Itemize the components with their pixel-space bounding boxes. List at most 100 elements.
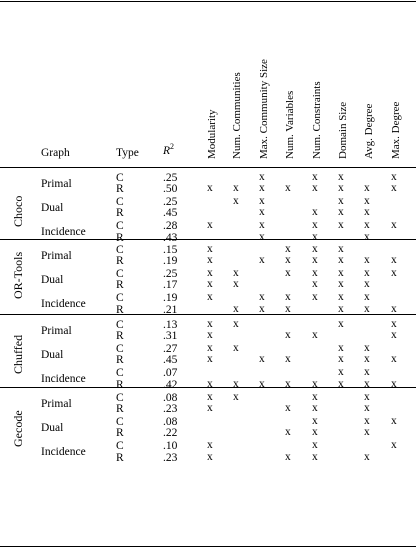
- feature-mark: x: [259, 171, 265, 183]
- type-cell: R: [116, 231, 124, 244]
- feature-mark: x: [312, 329, 318, 342]
- r2-cell: .25: [163, 268, 178, 281]
- feature-mark: x: [391, 318, 397, 330]
- feature-mark: x: [233, 182, 239, 195]
- r2-cell: .42: [163, 378, 178, 391]
- solver-label: Gecode: [11, 410, 25, 448]
- feature-mark: x: [259, 302, 265, 315]
- type-cell: C: [116, 416, 124, 429]
- feature-mark: x: [364, 267, 370, 280]
- feature-mark: x: [285, 377, 291, 390]
- type-cell: R: [116, 303, 124, 316]
- feature-mark: x: [338, 171, 344, 183]
- feature-mark: x: [259, 230, 265, 243]
- feature-mark: x: [285, 353, 291, 366]
- feature-mark: x: [233, 342, 239, 355]
- feature-mark: x: [364, 353, 370, 366]
- feature-mark: x: [338, 353, 344, 366]
- r2-cell: .19: [163, 292, 178, 305]
- feature-mark: x: [338, 219, 344, 232]
- feature-mark: x: [312, 291, 318, 304]
- feature-mark: x: [233, 391, 239, 403]
- feature-mark: x: [207, 291, 213, 304]
- feature-mark: x: [312, 391, 318, 403]
- r2-cell: .28: [163, 220, 178, 233]
- feature-mark: x: [207, 402, 213, 415]
- type-cell: R: [116, 451, 124, 464]
- graph-label: Incidence: [41, 226, 86, 239]
- feature-mark: x: [391, 182, 397, 195]
- feature-mark: x: [285, 302, 291, 315]
- feature-mark: x: [207, 254, 213, 267]
- graph-label: Primal: [41, 325, 72, 337]
- feature-mark: x: [364, 402, 370, 415]
- type-cell: R: [116, 330, 124, 343]
- header-domain-size: Domain Size: [337, 101, 349, 159]
- feature-mark: x: [338, 291, 344, 304]
- feature-mark: x: [364, 450, 370, 463]
- r2-cell: .10: [163, 440, 178, 453]
- feature-mark: x: [259, 182, 265, 195]
- type-cell: C: [116, 367, 124, 380]
- r2-cell: .31: [163, 330, 178, 343]
- type-cell: R: [116, 378, 124, 391]
- section-rule: [0, 239, 416, 240]
- header-max-degree: Max. Degree: [390, 101, 402, 159]
- feature-mark: x: [285, 267, 291, 280]
- r2-cell: .25: [163, 172, 178, 184]
- feature-mark: x: [312, 415, 318, 428]
- feature-mark: x: [285, 329, 291, 342]
- feature-mark: x: [338, 342, 344, 355]
- feature-mark: x: [207, 329, 213, 342]
- feature-mark: x: [391, 267, 397, 280]
- feature-mark: x: [364, 230, 370, 243]
- feature-mark: x: [207, 219, 213, 232]
- feature-mark: x: [364, 254, 370, 267]
- feature-mark: x: [391, 353, 397, 366]
- feature-mark: x: [391, 415, 397, 428]
- feature-mark: x: [391, 302, 397, 315]
- feature-mark: x: [312, 206, 318, 219]
- feature-mark: x: [391, 171, 397, 183]
- feature-mark: x: [207, 439, 213, 452]
- feature-mark: x: [364, 219, 370, 232]
- feature-mark: x: [338, 195, 344, 208]
- r2-cell: .13: [163, 319, 178, 331]
- feature-mark: x: [207, 318, 213, 330]
- feature-mark: x: [312, 439, 318, 452]
- feature-mark: x: [338, 318, 344, 330]
- r2-cell: .45: [163, 354, 178, 367]
- solver-label: Chuffed: [11, 335, 25, 375]
- feature-mark: x: [207, 243, 213, 255]
- feature-mark: x: [338, 366, 344, 379]
- feature-mark: x: [285, 426, 291, 439]
- solver-label: Choco: [11, 195, 25, 228]
- feature-mark: x: [312, 377, 318, 390]
- type-cell: R: [116, 279, 124, 292]
- feature-mark: x: [338, 206, 344, 219]
- feature-mark: x: [207, 278, 213, 291]
- header-avg-degree: Avg. Degree: [363, 103, 375, 159]
- type-cell: C: [116, 196, 124, 209]
- r2-cell: .45: [163, 207, 178, 220]
- feature-mark: x: [233, 195, 239, 208]
- header-type: Type: [116, 147, 139, 159]
- feature-mark: x: [259, 254, 265, 267]
- feature-mark: x: [285, 402, 291, 415]
- graph-label: Dual: [41, 202, 64, 215]
- feature-mark: x: [338, 254, 344, 267]
- feature-mark: x: [364, 342, 370, 355]
- header-num-communities: Num. Communities: [231, 72, 243, 159]
- feature-mark: x: [364, 377, 370, 390]
- type-cell: C: [116, 244, 124, 256]
- r2-cell: .25: [163, 196, 178, 209]
- r2-cell: .17: [163, 279, 178, 292]
- feature-mark: x: [233, 278, 239, 291]
- feature-mark: x: [338, 182, 344, 195]
- feature-mark: x: [391, 219, 397, 232]
- r2-cell: .23: [163, 403, 178, 416]
- feature-mark: x: [338, 278, 344, 291]
- bottom-rule: [0, 546, 416, 548]
- feature-mark: x: [312, 402, 318, 415]
